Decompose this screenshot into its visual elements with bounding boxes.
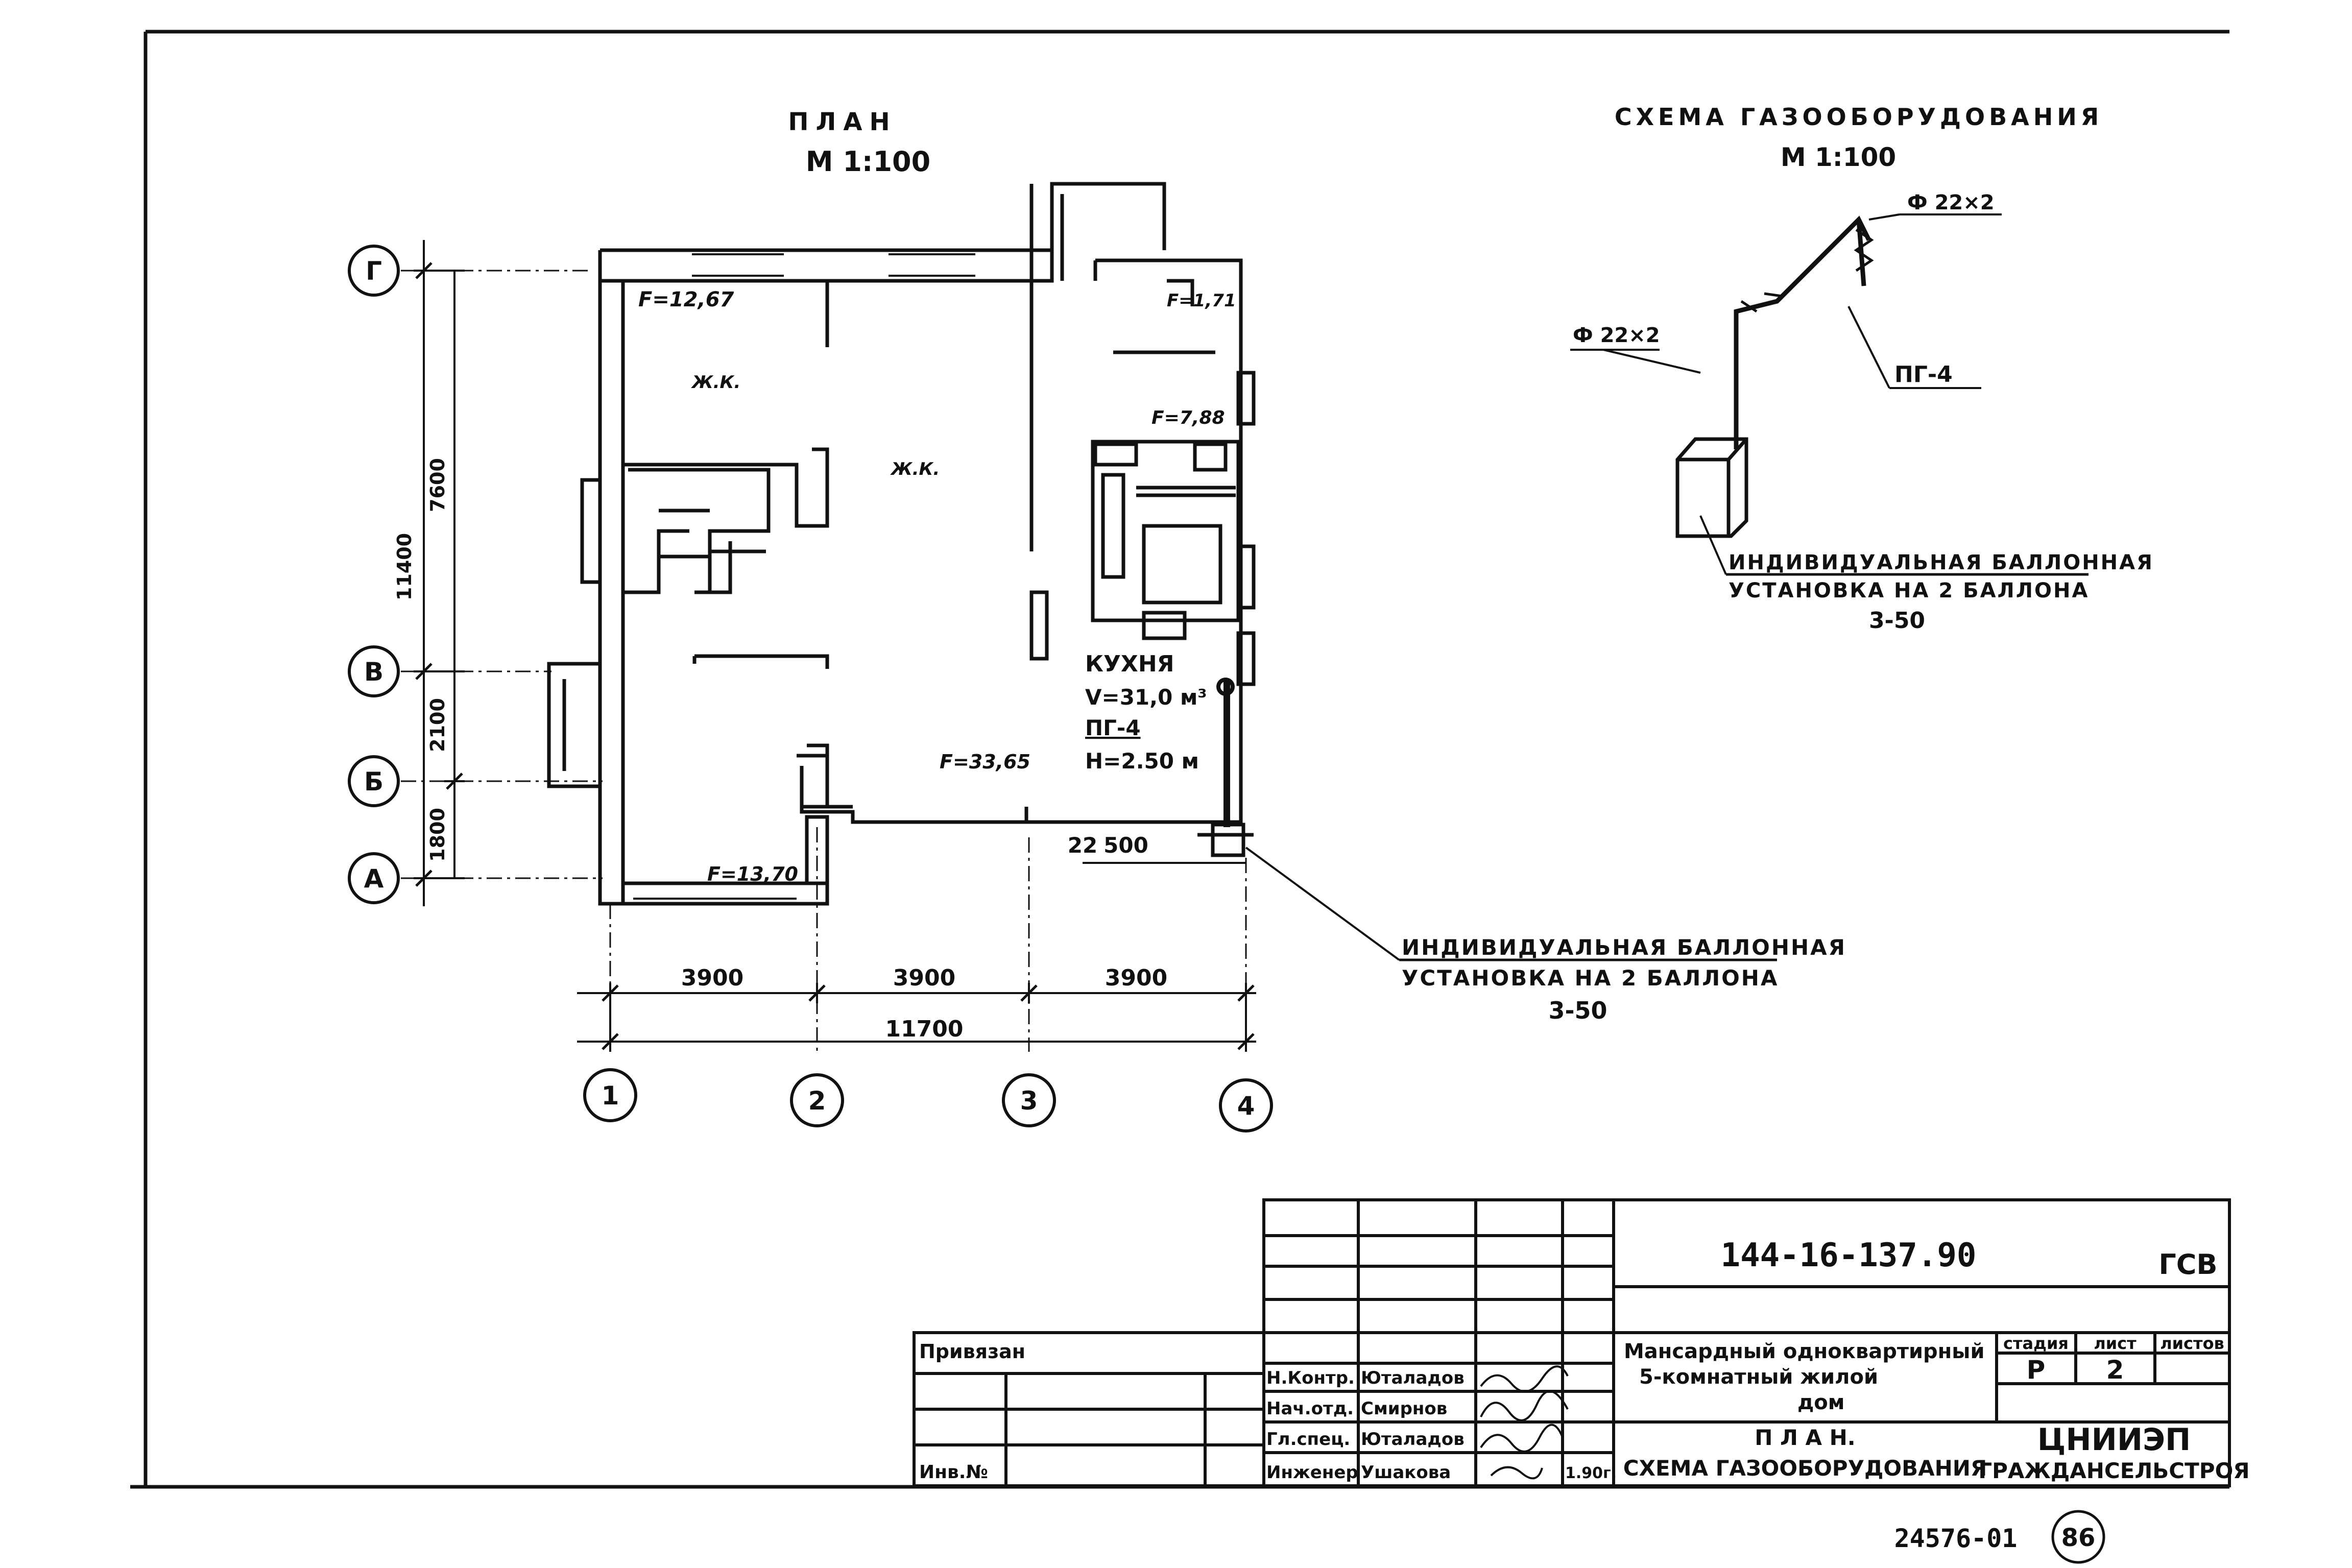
sheet-title-line1: П Л А Н. bbox=[1755, 1425, 1856, 1450]
signer-name-4: Ушакова bbox=[1361, 1462, 1451, 1483]
plan-callout-line3: 3-50 bbox=[1548, 997, 1607, 1024]
area-label-small-room: F=1,71 bbox=[1167, 291, 1236, 311]
axis-label-3: 3 bbox=[1020, 1086, 1038, 1116]
project-name-line2: 5-комнатный жилой bbox=[1639, 1365, 1878, 1389]
axis-bubbles-numbers bbox=[583, 1068, 1273, 1132]
scheme-title: СХЕМА ГАЗООБОРУДОВАНИЯ bbox=[1615, 103, 2103, 131]
dimension-ticks bbox=[415, 262, 1255, 1050]
kitchen-volume: V=31,0 м³ bbox=[1085, 685, 1207, 710]
dim-b-a: 1800 bbox=[426, 808, 449, 862]
title-block-code: 144-16-137.90 bbox=[1721, 1237, 1977, 1274]
scheme-device-label: ПГ-4 bbox=[1894, 361, 1953, 388]
area-label-centre: F=33,65 bbox=[940, 751, 1030, 773]
plan-callout-leader bbox=[1245, 847, 1400, 961]
plan-callout-line1: ИНДИВИДУАЛЬНАЯ БАЛЛОННАЯ bbox=[1402, 935, 1846, 960]
dimension-lines bbox=[414, 240, 1256, 1052]
dim-total-height: 11400 bbox=[393, 533, 416, 600]
dim-span-2-3: 3900 bbox=[893, 965, 955, 991]
signer-role-2: Нач.отд. bbox=[1266, 1398, 1354, 1419]
sheet-value: 2 bbox=[2106, 1355, 2124, 1385]
plan-callout-line2: УСТАНОВКА НА 2 БАЛЛОНА bbox=[1402, 966, 1779, 991]
plan-title: ПЛАН bbox=[788, 108, 897, 136]
scheme-callout-line2: УСТАНОВКА НА 2 БАЛЛОНА bbox=[1729, 579, 2089, 602]
scheme-leader-pipe2 bbox=[1868, 213, 1900, 221]
dim-total-width: 11700 bbox=[885, 1016, 963, 1042]
org-name-line1: ЦНИИЭП bbox=[2037, 1422, 2191, 1458]
page-number-circle bbox=[2051, 1510, 2105, 1564]
kitchen-stove: ПГ-4 bbox=[1085, 715, 1141, 740]
dim-span-3-4: 3900 bbox=[1105, 965, 1167, 991]
scheme-callout-line1: ИНДИВИДУАЛЬНАЯ БАЛЛОННАЯ bbox=[1729, 551, 2154, 574]
area-label-north-living: F=12,67 bbox=[638, 288, 734, 311]
signer-role-4: Инженер bbox=[1266, 1462, 1358, 1483]
scheme-cylinder-box bbox=[1675, 437, 1748, 538]
scheme-callout-line3: 3-50 bbox=[1869, 608, 1925, 634]
plan-scale: М 1:100 bbox=[806, 146, 930, 178]
scheme-valve bbox=[1740, 228, 1874, 313]
project-name-line1: Мансардный одноквартирный bbox=[1624, 1340, 1985, 1363]
room-label-living-2: Ж.К. bbox=[890, 459, 940, 479]
plan-walls bbox=[547, 182, 1256, 906]
page-number: 86 bbox=[2061, 1524, 2096, 1552]
scheme-pipe1-label: Ф 22×2 bbox=[1573, 324, 1660, 347]
stage-header: стадия bbox=[2003, 1334, 2069, 1353]
handwritten-signatures bbox=[1480, 1365, 1569, 1480]
project-name-line3: дом bbox=[1797, 1391, 1844, 1414]
axis-label-g: Г bbox=[366, 256, 382, 286]
signer-name-3: Юталадов bbox=[1361, 1429, 1465, 1450]
signature-date: 1.90г. bbox=[1565, 1464, 1617, 1482]
scheme-pipe2-label: Ф 22×2 bbox=[1907, 191, 1995, 214]
dim-offset-22: 22 bbox=[1068, 833, 1097, 858]
dim-v-b: 2100 bbox=[426, 698, 449, 752]
axis-label-v: В bbox=[364, 657, 383, 687]
signer-name-2: Смирнов bbox=[1361, 1398, 1447, 1419]
dim-offset-500: 500 bbox=[1103, 833, 1148, 858]
room-label-living-1: Ж.К. bbox=[691, 372, 740, 393]
scheme-leader-device bbox=[1847, 306, 1890, 389]
scheme-leader-pipe1 bbox=[1603, 349, 1701, 374]
bound-label: Привязан bbox=[919, 1340, 1025, 1363]
axis-label-4: 4 bbox=[1237, 1091, 1255, 1121]
dim-g-v: 7600 bbox=[426, 458, 449, 512]
area-label-south: F=13,70 bbox=[707, 863, 798, 885]
scheme-pipework bbox=[1734, 215, 1871, 449]
sheet-header: лист bbox=[2094, 1334, 2137, 1353]
footer-doc-number: 24576-01 bbox=[1894, 1524, 2018, 1553]
kitchen-height: Н=2.50 м bbox=[1085, 749, 1199, 774]
stage-value: Р bbox=[2027, 1355, 2046, 1385]
signer-role-3: Гл.спец. bbox=[1266, 1429, 1350, 1450]
org-name-line2: ГРАЖДАНСЕЛЬСТРОЯ bbox=[1978, 1458, 2249, 1483]
inventory-label: Инв.№ bbox=[919, 1462, 988, 1483]
axis-label-2: 2 bbox=[808, 1086, 826, 1116]
sheet-title-line2: СХЕМА ГАЗООБОРУДОВАНИЯ bbox=[1623, 1456, 1987, 1481]
axis-label-a: А bbox=[364, 864, 384, 894]
axis-label-b: Б bbox=[364, 767, 383, 797]
axis-label-1: 1 bbox=[602, 1081, 619, 1111]
kitchen-gas-riser bbox=[1216, 678, 1235, 827]
scheme-scale: М 1:100 bbox=[1781, 142, 1896, 172]
sheets-header: листов bbox=[2160, 1334, 2224, 1353]
title-block-mark: ГСВ bbox=[2158, 1248, 2217, 1281]
signer-name-1: Юталадов bbox=[1361, 1368, 1465, 1388]
scheme-callout-leader bbox=[1699, 515, 1727, 575]
title-block-grid bbox=[913, 1198, 2231, 1487]
area-label-kitchen-zone: F=7,88 bbox=[1151, 407, 1225, 428]
axis-bubbles-letters bbox=[348, 245, 400, 904]
kitchen-name: КУХНЯ bbox=[1085, 651, 1174, 677]
signer-role-1: Н.Контр. bbox=[1266, 1368, 1355, 1388]
dim-span-1-2: 3900 bbox=[681, 965, 743, 991]
